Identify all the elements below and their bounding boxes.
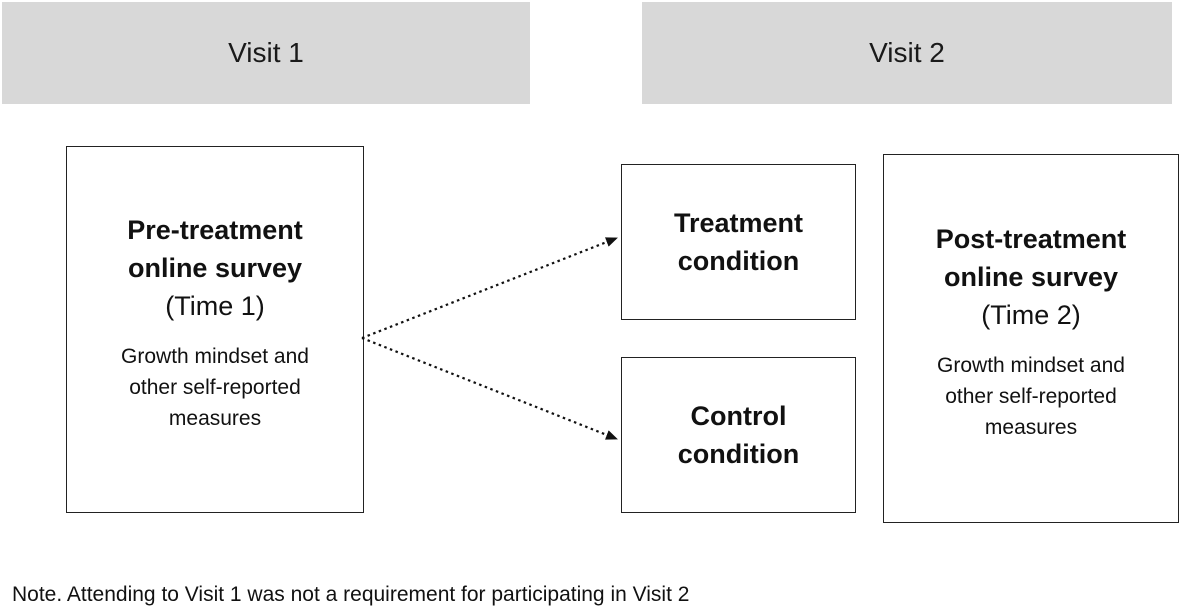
pre-treatment-desc-line-3: measures (168, 407, 262, 430)
arrow-to-treatment (361, 236, 618, 340)
visit-1-label: Visit 1 (228, 37, 304, 68)
pre-treatment-description: Growth mindset and other self-reported m… (121, 341, 309, 434)
footnote: Note. Attending to Visit 1 was not a req… (12, 583, 690, 606)
treatment-condition-box: Treatment condition (621, 164, 856, 320)
post-treatment-survey-box: Post-treatment online survey (Time 2) Gr… (883, 154, 1179, 523)
post-treatment-desc-line-2: other self-reported (945, 385, 1117, 408)
pre-treatment-title: Pre-treatment online survey (127, 211, 303, 287)
visit-2-header: Visit 2 (642, 2, 1172, 104)
pre-treatment-desc-line-1: Growth mindset and (121, 345, 309, 368)
control-condition-box: Control condition (621, 357, 856, 513)
post-treatment-desc-line-1: Growth mindset and (937, 354, 1125, 377)
treatment-condition-title: Treatment condition (674, 204, 803, 280)
control-condition-line-2: condition (677, 439, 800, 469)
post-treatment-title-line-2: online survey (943, 262, 1119, 292)
pre-treatment-title-line-2: online survey (127, 253, 303, 283)
control-condition-line-1: Control (690, 401, 787, 431)
pre-treatment-survey-box: Pre-treatment online survey (Time 1) Gro… (66, 146, 364, 513)
post-treatment-desc-line-3: measures (984, 416, 1078, 439)
post-treatment-title: Post-treatment online survey (936, 220, 1127, 296)
post-treatment-title-line-1: Post-treatment (935, 224, 1127, 254)
arrow-to-control (361, 336, 618, 441)
post-treatment-description: Growth mindset and other self-reported m… (937, 350, 1125, 443)
pre-treatment-desc-line-2: other self-reported (129, 376, 301, 399)
treatment-condition-line-1: Treatment (673, 208, 804, 238)
control-condition-title: Control condition (678, 397, 799, 473)
post-treatment-time: (Time 2) (981, 300, 1081, 330)
visit-2-label: Visit 2 (869, 37, 945, 68)
pre-treatment-title-line-1: Pre-treatment (127, 215, 303, 245)
visit-1-header: Visit 1 (2, 2, 530, 104)
treatment-condition-line-2: condition (677, 246, 800, 276)
pre-treatment-time: (Time 1) (165, 291, 265, 321)
